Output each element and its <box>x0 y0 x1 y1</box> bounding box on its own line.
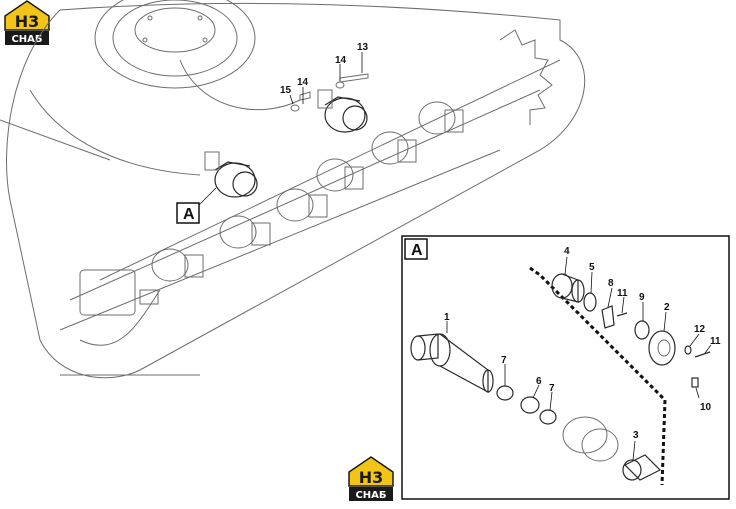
part-1-shaft <box>410 333 494 394</box>
roller-bottom-2 <box>219 215 271 249</box>
detail-view-panel: A <box>401 235 730 500</box>
brand-logo: H3 CHAБ <box>3 0 51 48</box>
assembly-axis-dashed <box>529 266 667 486</box>
part-7-seal-b <box>539 409 557 425</box>
callout-12: 12 <box>694 324 706 335</box>
logo-line1: H3 <box>15 12 40 31</box>
part-2-end-cap <box>648 330 676 366</box>
detail-view-label: A <box>411 242 423 259</box>
roller-bottom-5 <box>371 131 417 165</box>
roller-bottom-3 <box>276 188 328 222</box>
callout-11-a: 11 <box>617 288 628 299</box>
callout-7-a: 7 <box>501 355 507 366</box>
part-11-bolt-b <box>694 351 711 358</box>
part-9-o-ring <box>634 320 650 340</box>
part-6-collar <box>520 396 540 414</box>
callout-14-a: 14 <box>335 55 347 66</box>
callout-13: 13 <box>357 42 369 53</box>
logo-line2: CHAБ <box>11 34 42 45</box>
part-12-washer <box>684 345 692 355</box>
callout-2: 2 <box>664 302 670 313</box>
part-10-plug <box>691 377 699 388</box>
part-4-bushing <box>551 273 585 303</box>
view-a-marker-label: A <box>183 206 195 223</box>
track-roller-row <box>139 101 464 305</box>
callout-7-b: 7 <box>549 383 555 394</box>
callout-5: 5 <box>589 262 595 273</box>
carrier-roller-highlighted-2 <box>317 89 368 133</box>
brand-logo-icon: H3 CHAБ <box>4 0 50 45</box>
view-a-marker: A <box>176 187 217 224</box>
logo-line2: CHAБ <box>355 490 386 501</box>
track-frame-drawing <box>0 0 586 379</box>
callout-1: 1 <box>444 312 450 323</box>
callout-3: 3 <box>633 430 639 441</box>
part-5-washer <box>583 292 597 312</box>
roller-bottom-6 <box>418 101 464 135</box>
callout-10: 10 <box>700 402 712 413</box>
part-3-roller <box>562 416 662 481</box>
callout-8: 8 <box>608 278 614 289</box>
carrier-roller-highlighted-1 <box>204 151 258 198</box>
brand-logo-icon: H3 CHAБ <box>348 456 394 501</box>
logo-line1: H3 <box>359 468 384 487</box>
callout-11-b: 11 <box>710 336 721 347</box>
callout-15: 15 <box>280 85 292 96</box>
overview-callouts: 13 14 14 15 <box>280 42 369 105</box>
callout-9: 9 <box>639 292 645 303</box>
part-11-bolt-a <box>616 312 628 317</box>
roller-bottom-4 <box>316 158 364 192</box>
roller-bottom-1 <box>139 248 204 305</box>
part-8-plate <box>601 305 615 329</box>
callout-14-b: 14 <box>297 77 309 88</box>
brand-logo-watermark: H3 CHAБ <box>347 456 395 504</box>
callout-6: 6 <box>536 376 542 387</box>
callout-4: 4 <box>564 246 570 257</box>
